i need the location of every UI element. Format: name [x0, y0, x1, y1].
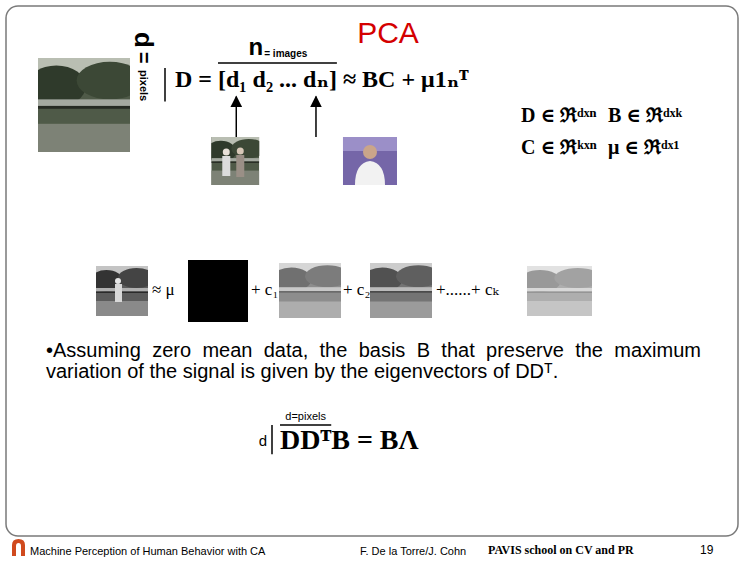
basis-image	[272, 263, 350, 318]
image-thumbnail	[363, 145, 377, 159]
page-number: 19	[700, 544, 713, 558]
image-thumbnail	[236, 155, 244, 177]
equation-term: +......+ cₖ	[436, 280, 499, 300]
matrix-size: μ ∈ ℜᵈˣ¹	[608, 136, 679, 159]
matrix-size: B ∈ ℜᵈˣᵏ	[608, 104, 682, 127]
pointer-arrow	[236, 97, 238, 137]
axis-label: d	[128, 32, 158, 48]
matrix-size: C ∈ ℜᵏˣⁿ	[521, 136, 597, 159]
axis-label: =	[132, 52, 155, 64]
image-thumbnail	[222, 156, 230, 176]
input-frame	[90, 266, 156, 316]
input-frame	[90, 266, 156, 316]
mean-image	[188, 260, 248, 322]
basis-image	[527, 266, 592, 316]
image-thumbnail	[343, 137, 397, 185]
footer-text: F. De la Torre/J. Cohn	[360, 545, 466, 558]
equation-term: + c₁	[251, 280, 278, 300]
overline	[218, 62, 337, 64]
matrix-bar	[164, 68, 166, 102]
input-frame	[115, 284, 122, 302]
input-frame	[115, 278, 121, 284]
basis-image	[272, 263, 350, 318]
dimension-label: d=pixels	[285, 410, 326, 423]
basis-image	[519, 266, 601, 316]
basis-image	[363, 263, 441, 318]
equation-term: + c₂	[343, 280, 370, 300]
dimension-label: d	[259, 432, 267, 449]
basis-image	[363, 263, 441, 318]
institution-logo	[12, 539, 25, 556]
image-thumbnail	[206, 137, 266, 185]
bullet-text: •Assuming zero mean data, the basis B th…	[46, 340, 701, 382]
basis-image	[370, 263, 432, 318]
slide-title: PCA	[357, 16, 419, 51]
image-thumbnail	[343, 137, 397, 185]
dimension-label: = images	[264, 48, 307, 60]
matrix-size: D ∈ ℜᵈˣⁿ	[521, 104, 596, 127]
image-thumbnail	[355, 161, 385, 185]
axis-label: pixels	[137, 70, 150, 101]
footer-text: Machine Perception of Human Behavior wit…	[30, 545, 265, 558]
image-thumbnail	[237, 148, 244, 155]
image-thumbnail	[223, 149, 230, 156]
source-photo	[27, 58, 143, 152]
equation: DDᵀB = BΛ	[280, 424, 419, 456]
pointer-arrow	[315, 97, 317, 137]
matrix-bar	[271, 425, 273, 454]
equation-term: ≈ μ	[152, 280, 175, 300]
source-photo	[27, 58, 143, 152]
basis-image	[519, 266, 601, 316]
image-thumbnail	[206, 137, 266, 185]
slide-frame	[6, 6, 738, 536]
footer-text: PAVIS school on CV and PR	[488, 544, 634, 558]
dimension-label: n	[249, 33, 264, 61]
equation: D = [d₁ d₂ ... dₙ] ≈ BC + μ1ₙᵀ	[175, 66, 468, 94]
basis-image	[279, 263, 341, 318]
